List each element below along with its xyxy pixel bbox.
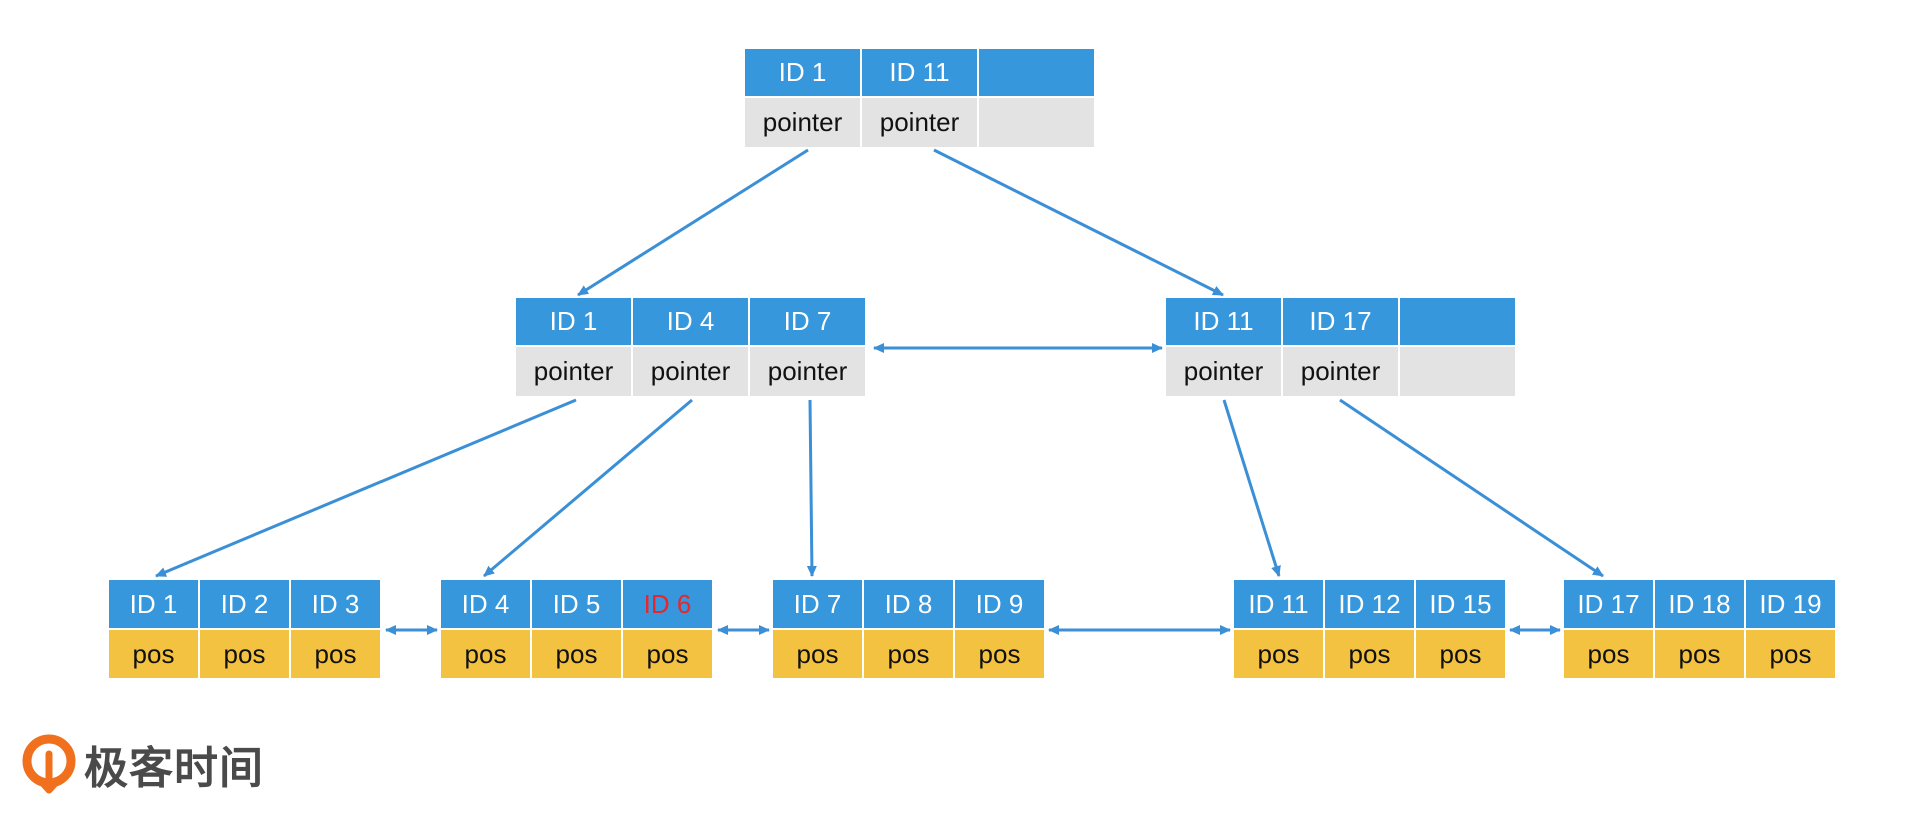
leaf-1-cell-1: ID 1 pos xyxy=(109,580,198,678)
leaf-5-cell-2: ID 18 pos xyxy=(1655,580,1744,678)
leaf-node-4: ID 11 pos ID 12 pos ID 15 pos xyxy=(1234,580,1505,678)
arrow-internal-right-to-leaf-5 xyxy=(1339,398,1604,578)
root-pointer-3 xyxy=(979,98,1094,147)
arrow-root-to-internal-right xyxy=(933,148,1224,297)
arrow-internal-left-to-leaf-1 xyxy=(155,398,577,578)
internal-left-key-2: ID 4 xyxy=(633,298,748,345)
arrow-internal-left-to-leaf-3 xyxy=(806,399,817,577)
leaf-4-pos-3: pos xyxy=(1416,630,1505,678)
leaf-5-cell-1: ID 17 pos xyxy=(1564,580,1653,678)
leaf-5-key-1: ID 17 xyxy=(1564,580,1653,628)
internal-left-key-3: ID 7 xyxy=(750,298,865,345)
leaf-2-cell-1: ID 4 pos xyxy=(441,580,530,678)
leaf-2-pos-3: pos xyxy=(623,630,712,678)
leaf-4-key-2: ID 12 xyxy=(1325,580,1414,628)
leaf-3-pos-1: pos xyxy=(773,630,862,678)
leaf-3-cell-1: ID 7 pos xyxy=(773,580,862,678)
leaf-1-pos-3: pos xyxy=(291,630,380,678)
leaf-2-key-3-highlighted: ID 6 xyxy=(623,580,712,628)
leaf-3-pos-3: pos xyxy=(955,630,1044,678)
leaf-node-2: ID 4 pos ID 5 pos ID 6 pos xyxy=(441,580,712,678)
leaf-3-cell-2: ID 8 pos xyxy=(864,580,953,678)
internal-right-cell-3-empty xyxy=(1400,298,1515,396)
leaf-1-key-1: ID 1 xyxy=(109,580,198,628)
internal-node-left: ID 1 pointer ID 4 pointer ID 7 pointer xyxy=(516,298,865,396)
internal-right-cell-1: ID 11 pointer xyxy=(1166,298,1281,396)
root-key-3 xyxy=(979,49,1094,96)
internal-left-key-1: ID 1 xyxy=(516,298,631,345)
internal-right-key-3 xyxy=(1400,298,1515,345)
leaf-4-cell-2: ID 12 pos xyxy=(1325,580,1414,678)
internal-left-cell-1: ID 1 pointer xyxy=(516,298,631,396)
internal-left-cell-3: ID 7 pointer xyxy=(750,298,865,396)
leaf-node-5: ID 17 pos ID 18 pos ID 19 pos xyxy=(1564,580,1835,678)
leaf-4-cell-3: ID 15 pos xyxy=(1416,580,1505,678)
leaf-5-pos-1: pos xyxy=(1564,630,1653,678)
arrow-root-to-internal-left xyxy=(577,148,809,297)
leaf-4-pos-1: pos xyxy=(1234,630,1323,678)
leaf-2-key-2: ID 5 xyxy=(532,580,621,628)
root-cell-3-empty xyxy=(979,49,1094,147)
leaf-node-3: ID 7 pos ID 8 pos ID 9 pos xyxy=(773,580,1044,678)
internal-left-cell-2: ID 4 pointer xyxy=(633,298,748,396)
internal-left-pointer-3: pointer xyxy=(750,347,865,396)
internal-right-key-2: ID 17 xyxy=(1283,298,1398,345)
root-node: ID 1 pointer ID 11 pointer xyxy=(745,49,1094,147)
leaf-4-cell-1: ID 11 pos xyxy=(1234,580,1323,678)
internal-right-pointer-1: pointer xyxy=(1166,347,1281,396)
logo-text: 极客时间 xyxy=(84,743,264,794)
leaf-1-key-3: ID 3 xyxy=(291,580,380,628)
leaf-2-pos-2: pos xyxy=(532,630,621,678)
leaf-1-cell-3: ID 3 pos xyxy=(291,580,380,678)
root-key-1: ID 1 xyxy=(745,49,860,96)
root-cell-1: ID 1 pointer xyxy=(745,49,860,147)
leaf-1-key-2: ID 2 xyxy=(200,580,289,628)
leaf-3-cell-3: ID 9 pos xyxy=(955,580,1044,678)
root-pointer-2: pointer xyxy=(862,98,977,147)
leaf-2-key-1: ID 4 xyxy=(441,580,530,628)
internal-left-pointer-1: pointer xyxy=(516,347,631,396)
leaf-2-cell-3: ID 6 pos xyxy=(623,580,712,678)
leaf-5-cell-3: ID 19 pos xyxy=(1746,580,1835,678)
leaf-3-key-3: ID 9 xyxy=(955,580,1044,628)
leaf-2-cell-2: ID 5 pos xyxy=(532,580,621,678)
geektime-logo: 极客时间 xyxy=(22,732,264,796)
leaf-3-key-1: ID 7 xyxy=(773,580,862,628)
internal-right-pointer-3 xyxy=(1400,347,1515,396)
root-key-2: ID 11 xyxy=(862,49,977,96)
leaf-1-pos-2: pos xyxy=(200,630,289,678)
leaf-5-pos-3: pos xyxy=(1746,630,1835,678)
leaf-4-key-3: ID 15 xyxy=(1416,580,1505,628)
geektime-logo-icon xyxy=(22,734,76,794)
leaf-3-pos-2: pos xyxy=(864,630,953,678)
leaf-3-key-2: ID 8 xyxy=(864,580,953,628)
leaf-4-pos-2: pos xyxy=(1325,630,1414,678)
leaf-5-key-2: ID 18 xyxy=(1655,580,1744,628)
leaf-5-key-3: ID 19 xyxy=(1746,580,1835,628)
leaf-2-pos-1: pos xyxy=(441,630,530,678)
internal-right-cell-2: ID 17 pointer xyxy=(1283,298,1398,396)
internal-node-right: ID 11 pointer ID 17 pointer xyxy=(1166,298,1515,396)
leaf-5-pos-2: pos xyxy=(1655,630,1744,678)
leaf-4-key-1: ID 11 xyxy=(1234,580,1323,628)
arrow-internal-right-to-leaf-4 xyxy=(1222,399,1281,577)
leaf-1-cell-2: ID 2 pos xyxy=(200,580,289,678)
arrow-internal-left-to-leaf-2 xyxy=(483,398,693,578)
internal-left-pointer-2: pointer xyxy=(633,347,748,396)
internal-right-key-1: ID 11 xyxy=(1166,298,1281,345)
leaf-node-1: ID 1 pos ID 2 pos ID 3 pos xyxy=(109,580,380,678)
root-cell-2: ID 11 pointer xyxy=(862,49,977,147)
root-pointer-1: pointer xyxy=(745,98,860,147)
leaf-1-pos-1: pos xyxy=(109,630,198,678)
internal-right-pointer-2: pointer xyxy=(1283,347,1398,396)
